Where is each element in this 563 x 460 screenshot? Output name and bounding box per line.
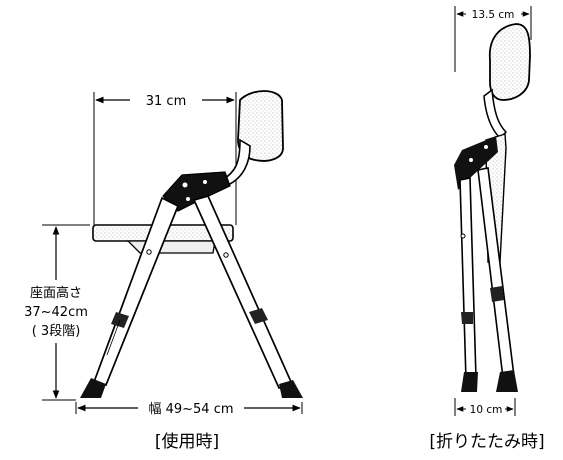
width-dimension: 幅 49~54 cm xyxy=(75,402,303,417)
folded-hinge xyxy=(454,136,498,190)
hinge-block xyxy=(162,171,231,212)
folded-bottom-dimension: 10 cm xyxy=(454,398,516,416)
depth-label: 31 cm xyxy=(146,94,187,109)
front-leg xyxy=(80,196,180,398)
folded-bottom-width-label: 10 cm xyxy=(470,404,503,416)
folded-caption: [折りたたみ時] xyxy=(429,432,544,452)
folded-rear-leg xyxy=(477,167,518,392)
folded-backrest xyxy=(488,23,531,101)
depth-dimension: 31 cm xyxy=(93,92,237,225)
seat-height-range: 37~42cm xyxy=(24,305,88,320)
folded-front-leg xyxy=(459,177,478,392)
rear-leg xyxy=(192,194,303,398)
in-use-chair: 31 cm xyxy=(24,90,303,452)
seat-height-label: 座面高さ xyxy=(30,285,82,301)
folded-top-width-label: 13.5 cm xyxy=(472,9,515,21)
folded-top-dimension: 13.5 cm xyxy=(454,6,532,72)
width-label: 幅 49~54 cm xyxy=(148,402,233,417)
seat-height-steps: ( 3段階) xyxy=(32,324,81,339)
in-use-caption: [使用時] xyxy=(155,431,219,452)
seat-height-dimension: 座面高さ 37~42cm ( 3段階) xyxy=(24,224,90,401)
folded-chair: 13.5 cm 10 cm xyxy=(429,6,545,452)
